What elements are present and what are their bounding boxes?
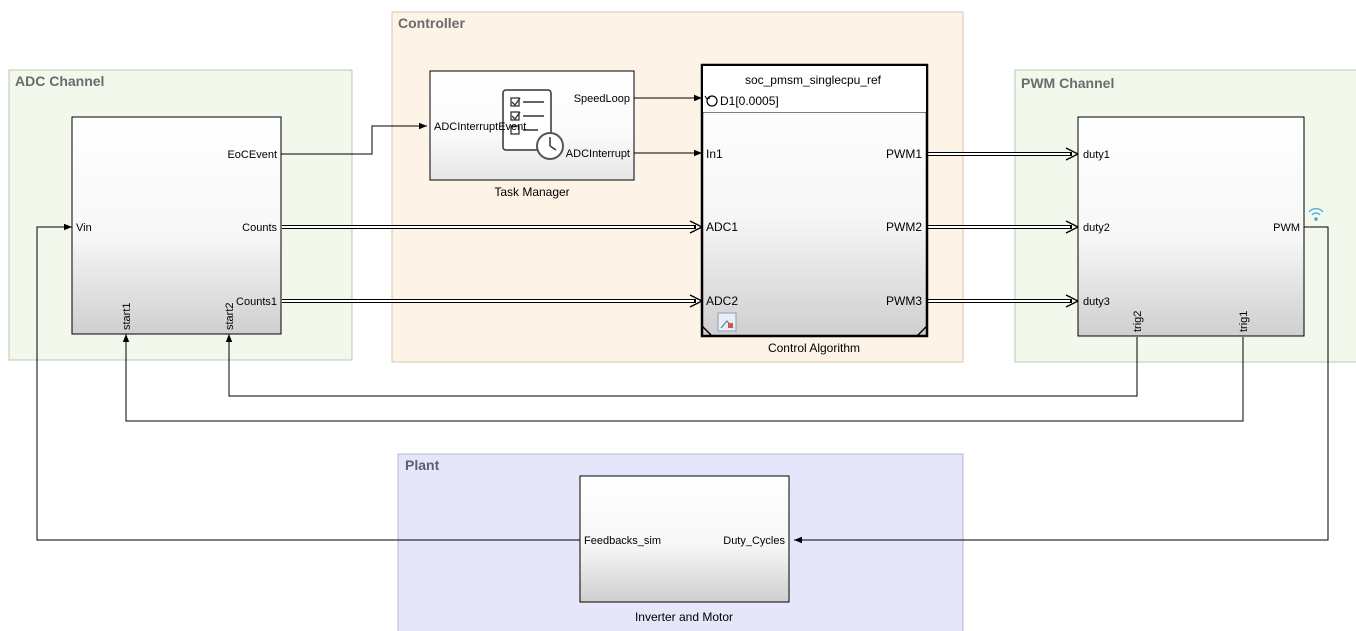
control-algorithm-model-name: soc_pmsm_singlecpu_ref bbox=[745, 73, 882, 87]
wire-trig2-to-start2[interactable] bbox=[225, 334, 1138, 397]
control-algorithm-block[interactable]: soc_pmsm_singlecpu_ref D1[0.0005] In1 AD… bbox=[700, 63, 929, 355]
pwm-port-trig2: trig2 bbox=[1132, 311, 1144, 332]
control-algorithm-port-pwm2: PWM2 bbox=[886, 220, 922, 234]
task-manager-block[interactable]: ADCInterruptEvent SpeedLoop ADCInterrupt… bbox=[429, 70, 635, 199]
task-manager-port-speedloop: SpeedLoop bbox=[574, 93, 630, 105]
adc-port-vin: Vin bbox=[76, 222, 92, 234]
area-plant-title: Plant bbox=[405, 457, 440, 473]
control-algorithm-label: Control Algorithm bbox=[768, 341, 860, 355]
control-algorithm-port-adc1: ADC1 bbox=[706, 220, 738, 234]
model-reference-icon[interactable] bbox=[717, 312, 737, 332]
wire-trig1-to-start1[interactable] bbox=[122, 334, 1244, 422]
inverter-port-feedbacks-sim: Feedbacks_sim bbox=[584, 535, 661, 547]
wire-pwm-to-duty-cycles[interactable] bbox=[794, 226, 1329, 544]
pwm-port-duty3: duty3 bbox=[1083, 296, 1110, 308]
adc-port-counts1: Counts1 bbox=[236, 296, 277, 308]
inverter-motor-label: Inverter and Motor bbox=[635, 610, 733, 624]
pwm-block[interactable]: duty1 duty2 duty3 PWM trig2 trig1 bbox=[1077, 116, 1305, 337]
pwm-port-duty2: duty2 bbox=[1083, 222, 1110, 234]
control-algorithm-port-in1: In1 bbox=[706, 147, 723, 161]
area-pwm-channel-title: PWM Channel bbox=[1021, 75, 1114, 91]
wire-eocevent-to-task-manager[interactable] bbox=[281, 122, 427, 155]
adc-port-start2: start2 bbox=[224, 302, 236, 330]
inverter-port-duty-cycles: Duty_Cycles bbox=[723, 535, 785, 547]
control-algorithm-port-pwm1: PWM1 bbox=[886, 147, 922, 161]
pwm-port-trig1: trig1 bbox=[1238, 311, 1250, 332]
adc-port-start1: start1 bbox=[121, 302, 133, 330]
area-controller-title: Controller bbox=[398, 15, 465, 31]
task-scheduler-icon bbox=[502, 89, 552, 151]
wire-feedbacks-to-vin[interactable] bbox=[36, 223, 580, 541]
control-algorithm-port-pwm3: PWM3 bbox=[886, 294, 922, 308]
sample-time-icon bbox=[704, 95, 718, 107]
inverter-motor-block[interactable]: Feedbacks_sim Duty_Cycles Inverter and M… bbox=[579, 475, 790, 624]
wireless-signal-icon bbox=[1308, 208, 1324, 221]
task-manager-label: Task Manager bbox=[494, 185, 569, 199]
adc-block[interactable]: EoCEvent Counts Counts1 Vin start1 start… bbox=[71, 116, 282, 335]
area-adc-channel-title: ADC Channel bbox=[15, 73, 104, 89]
pwm-port-pwm: PWM bbox=[1273, 222, 1300, 234]
task-manager-port-adcinterruptevent: ADCInterruptEvent bbox=[434, 121, 526, 133]
pwm-port-duty1: duty1 bbox=[1083, 149, 1110, 161]
adc-port-eocevent: EoCEvent bbox=[227, 149, 277, 161]
task-manager-port-adcinterrupt: ADCInterrupt bbox=[566, 148, 630, 160]
control-algorithm-port-adc2: ADC2 bbox=[706, 294, 738, 308]
adc-port-counts: Counts bbox=[242, 222, 277, 234]
control-algorithm-sample-time: D1[0.0005] bbox=[720, 94, 779, 108]
clock-icon bbox=[536, 132, 564, 160]
